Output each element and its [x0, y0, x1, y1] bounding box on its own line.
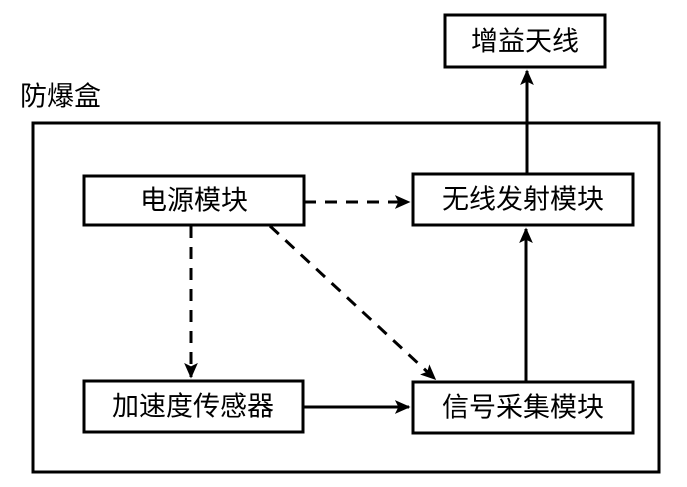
container-explosion-proof-box: 防爆盒 [20, 82, 661, 474]
node-signal-acquisition-module-box[interactable] [411, 380, 635, 435]
node-acceleration-sensor-label: 加速度传感器 [112, 392, 274, 423]
node-signal-acquisition-module-label: 信号采集模块 [442, 393, 604, 424]
node-wireless-transmit-module-box[interactable] [411, 172, 635, 227]
node-acceleration-sensor[interactable]: 加速度传感器 [82, 379, 305, 434]
node-gain-antenna-box[interactable] [443, 13, 607, 69]
node-acceleration-sensor-box[interactable] [82, 379, 305, 434]
node-signal-acquisition-module[interactable]: 信号采集模块 [411, 380, 635, 435]
node-gain-antenna-label: 增益天线 [471, 27, 579, 58]
node-power-module-box[interactable] [82, 174, 306, 227]
node-wireless-transmit-module-label: 无线发射模块 [442, 185, 604, 216]
container-border [31, 121, 661, 474]
edge-power-to-signal [268, 224, 437, 381]
edges-layer [184, 69, 534, 414]
container-label: 防爆盒 [20, 82, 101, 113]
node-wireless-transmit-module[interactable]: 无线发射模块 [411, 172, 635, 227]
node-power-module[interactable]: 电源模块 [82, 174, 306, 227]
node-gain-antenna[interactable]: 增益天线 [443, 13, 607, 69]
node-power-module-label: 电源模块 [140, 186, 248, 217]
